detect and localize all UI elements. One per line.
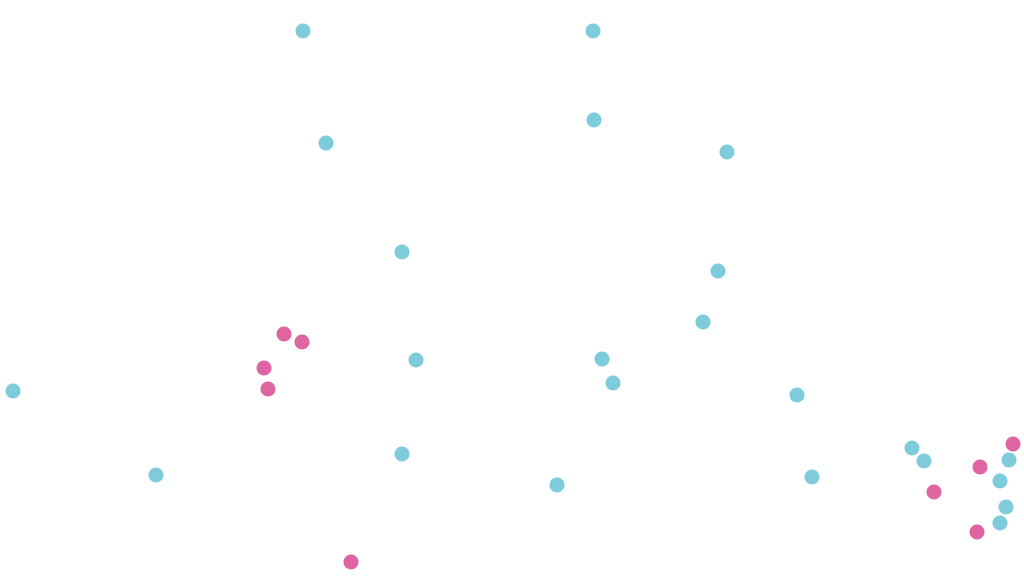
scatter-point: [148, 467, 164, 483]
scatter-point: [926, 484, 942, 500]
scatter-point: [1001, 452, 1017, 468]
scatter-point: [5, 383, 21, 399]
scatter-point: [585, 23, 601, 39]
scatter-point: [972, 459, 988, 475]
scatter-point: [549, 477, 565, 493]
series-1: [256, 326, 1021, 570]
scatter-point: [804, 469, 820, 485]
scatter-point: [276, 326, 292, 342]
scatter-point: [605, 375, 621, 391]
scatter-point: [710, 263, 726, 279]
scatter-point: [719, 144, 735, 160]
scatter-point: [408, 352, 424, 368]
scatter-point: [789, 387, 805, 403]
scatter-point: [695, 314, 711, 330]
scatter-point: [992, 473, 1008, 489]
scatter-point: [343, 554, 359, 570]
scatter-point: [318, 135, 334, 151]
scatter-point: [394, 446, 410, 462]
scatter-point: [586, 112, 602, 128]
scatter-point: [904, 440, 920, 456]
scatter-point: [256, 360, 272, 376]
scatter-point: [295, 23, 311, 39]
scatter-point: [916, 453, 932, 469]
series-0: [5, 23, 1017, 531]
scatter-point: [998, 499, 1014, 515]
scatter-point: [594, 351, 610, 367]
scatter-point: [969, 524, 985, 540]
scatter-point: [992, 515, 1008, 531]
scatter-point: [260, 381, 276, 397]
scatter-point: [394, 244, 410, 260]
scatter-point: [294, 334, 310, 350]
scatter-point: [1005, 436, 1021, 452]
scatter-points: [5, 23, 1021, 570]
